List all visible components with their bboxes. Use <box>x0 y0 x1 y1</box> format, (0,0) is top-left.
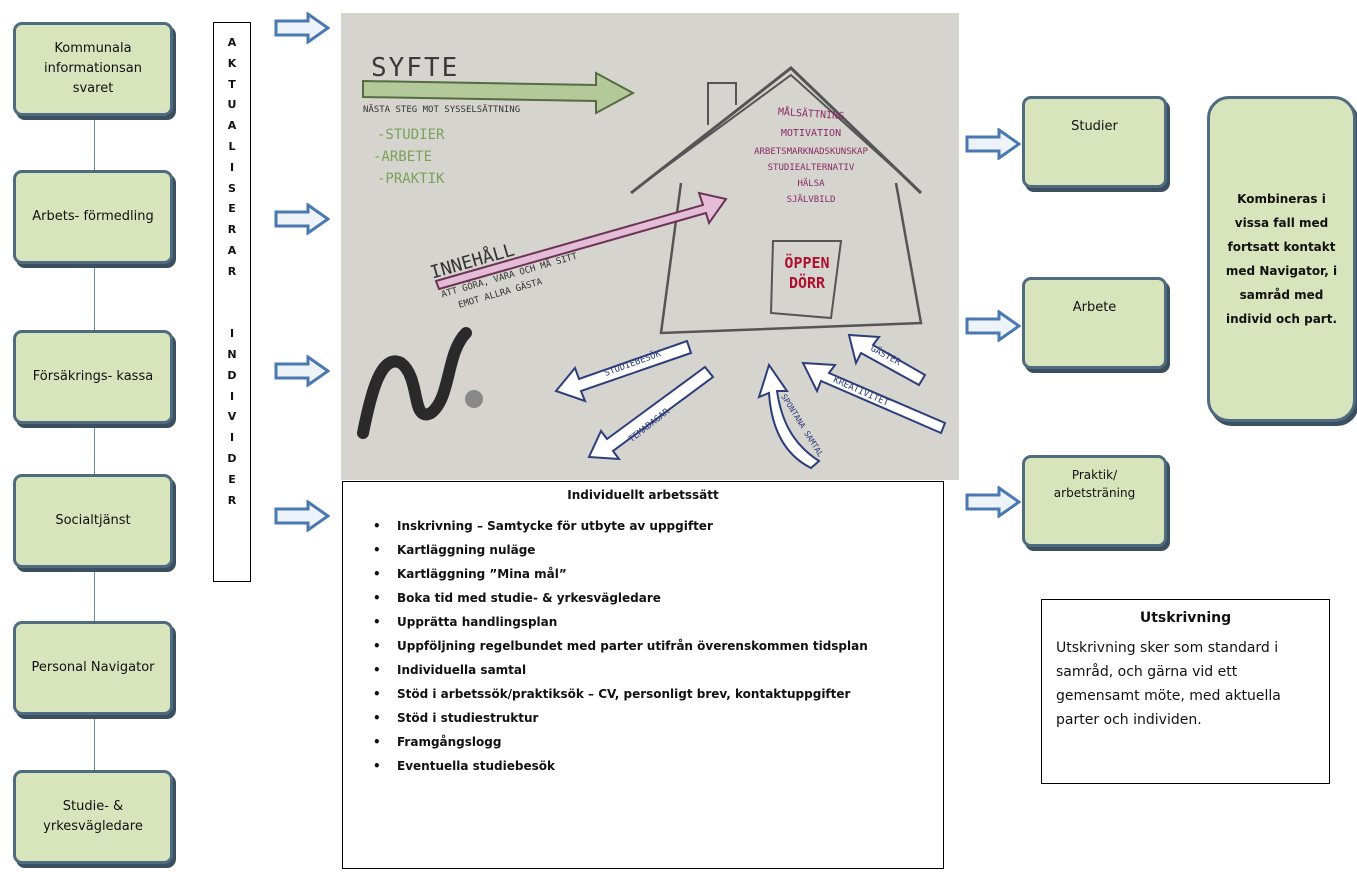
vertical-letter: I <box>229 327 235 341</box>
vertical-letter: A <box>227 243 237 257</box>
list-item: Stöd i arbetssök/praktiksök – CV, person… <box>373 682 943 706</box>
arrow-right-icon <box>274 500 330 532</box>
node-label: Studie- & yrkesvägledare <box>43 799 143 834</box>
list-item: Boka tid med studie- & yrkesvägledare <box>373 586 943 610</box>
vertical-letter: I <box>229 160 235 174</box>
list-item: Eventuella studiebesök <box>373 754 943 778</box>
outcome-praktik: Praktik/ arbetsträning <box>1022 455 1167 547</box>
vertical-letter: K <box>227 56 237 70</box>
vertical-letter: R <box>227 264 237 278</box>
list-item: Framgångslogg <box>373 730 943 754</box>
node-label: Personal Navigator <box>31 660 155 675</box>
syfte-subtitle: NÄSTA STEG MOT SYSSELSÄTTNING <box>363 105 521 115</box>
outcome-arbete: Arbete <box>1022 277 1167 369</box>
individual-method-list: Inskrivning – Samtycke för utbyte av upp… <box>343 514 943 778</box>
combine-text: Kombineras i vissa fall med fortsatt kon… <box>1225 192 1338 326</box>
vertical-letter: I <box>229 431 235 445</box>
node-label: Arbete <box>1072 300 1117 315</box>
vertical-letter: D <box>227 451 237 465</box>
vertical-letter: I <box>229 389 235 403</box>
node-studie-yrkesvagledare: Studie- & yrkesvägledare <box>13 770 173 864</box>
vertical-letter: E <box>228 472 236 486</box>
house-line: STUDIEALTERNATIV <box>767 163 855 173</box>
arrow-right-icon <box>965 128 1021 160</box>
outcome-studier: Studier <box>1022 96 1167 188</box>
list-item: Individuella samtal <box>373 658 943 682</box>
arrow-right-icon <box>274 355 330 387</box>
node-label: Studier <box>1071 119 1118 134</box>
node-label: Kommunala informationsan svaret <box>43 41 142 96</box>
list-item: Upprätta handlingsplan <box>373 610 943 634</box>
node-personal-navigator: Personal Navigator <box>13 621 173 715</box>
node-label: Försäkrings- kassa <box>32 369 154 384</box>
utskrivning-box: Utskrivning Utskrivning sker som standar… <box>1041 599 1330 784</box>
node-kommunala: Kommunala informationsan svaret <box>13 22 173 116</box>
list-item: Inskrivning – Samtycke för utbyte av upp… <box>373 514 943 538</box>
hand-drawn-house-photo: SYFTE NÄSTA STEG MOT SYSSELSÄTTNING -STU… <box>341 13 959 480</box>
node-arbetsformedling: Arbets- förmedling <box>13 170 173 264</box>
house-text-block: MÅLSÄTTNING MOTIVATION ARBETSMARKNADSKUN… <box>696 107 926 205</box>
house-line: SJÄLVBILD <box>786 195 836 205</box>
syfte-item: -STUDIER <box>377 127 445 143</box>
vertical-letter: U <box>227 98 237 112</box>
house-line: MOTIVATION <box>780 128 842 139</box>
vertical-letter: L <box>228 139 236 153</box>
syfte-item: -ARBETE <box>373 149 433 165</box>
node-label: Praktik/ arbetsträning <box>1053 468 1136 500</box>
individual-method-title: Individuellt arbetssätt <box>567 488 719 502</box>
combine-note: Kombineras i vissa fall med fortsatt kon… <box>1207 96 1356 422</box>
left-connector-line <box>94 110 95 790</box>
vertical-letter: T <box>228 77 236 91</box>
vertical-letter: V <box>227 410 237 424</box>
syfte-heading: SYFTE <box>371 53 460 83</box>
vertical-letter: E <box>228 202 236 216</box>
node-label: Arbets- förmedling <box>32 209 154 224</box>
house-line: HÄLSA <box>797 179 825 189</box>
arrow-right-icon <box>965 486 1021 518</box>
arrow-right-icon <box>274 12 330 44</box>
vertical-letter: R <box>227 223 237 237</box>
list-item: Kartläggning ”Mina mål” <box>373 562 943 586</box>
open-door-label: ÖPPEN DÖRR <box>784 254 830 292</box>
vertical-letter: A <box>227 36 237 49</box>
individual-method-box: Individuellt arbetssätt Inskrivning – Sa… <box>342 481 944 869</box>
node-socialtjanst: Socialtjänst <box>13 474 173 568</box>
node-forsakringskassa: Försäkrings- kassa <box>13 330 173 424</box>
utskrivning-title: Utskrivning <box>1139 610 1232 626</box>
node-label: Socialtjänst <box>55 513 131 528</box>
arrow-right-icon <box>965 310 1021 342</box>
vertical-letter: N <box>227 347 237 361</box>
vertical-letter: R <box>227 493 237 507</box>
list-item: Uppföljning regelbundet med parter utifr… <box>373 634 917 658</box>
house-line: ARBETSMARKNADSKUNSKAP <box>754 147 868 157</box>
arrow-right-icon <box>274 203 330 235</box>
syfte-item: -PRAKTIK <box>377 171 445 187</box>
vertical-letter: A <box>227 119 237 133</box>
vertical-letter: S <box>228 181 236 195</box>
list-item: Kartläggning nuläge <box>373 538 943 562</box>
list-item: Stöd i studiestruktur <box>373 706 943 730</box>
utskrivning-text: Utskrivning sker som standard i samråd, … <box>1056 640 1281 728</box>
vertical-letter: D <box>227 368 237 382</box>
